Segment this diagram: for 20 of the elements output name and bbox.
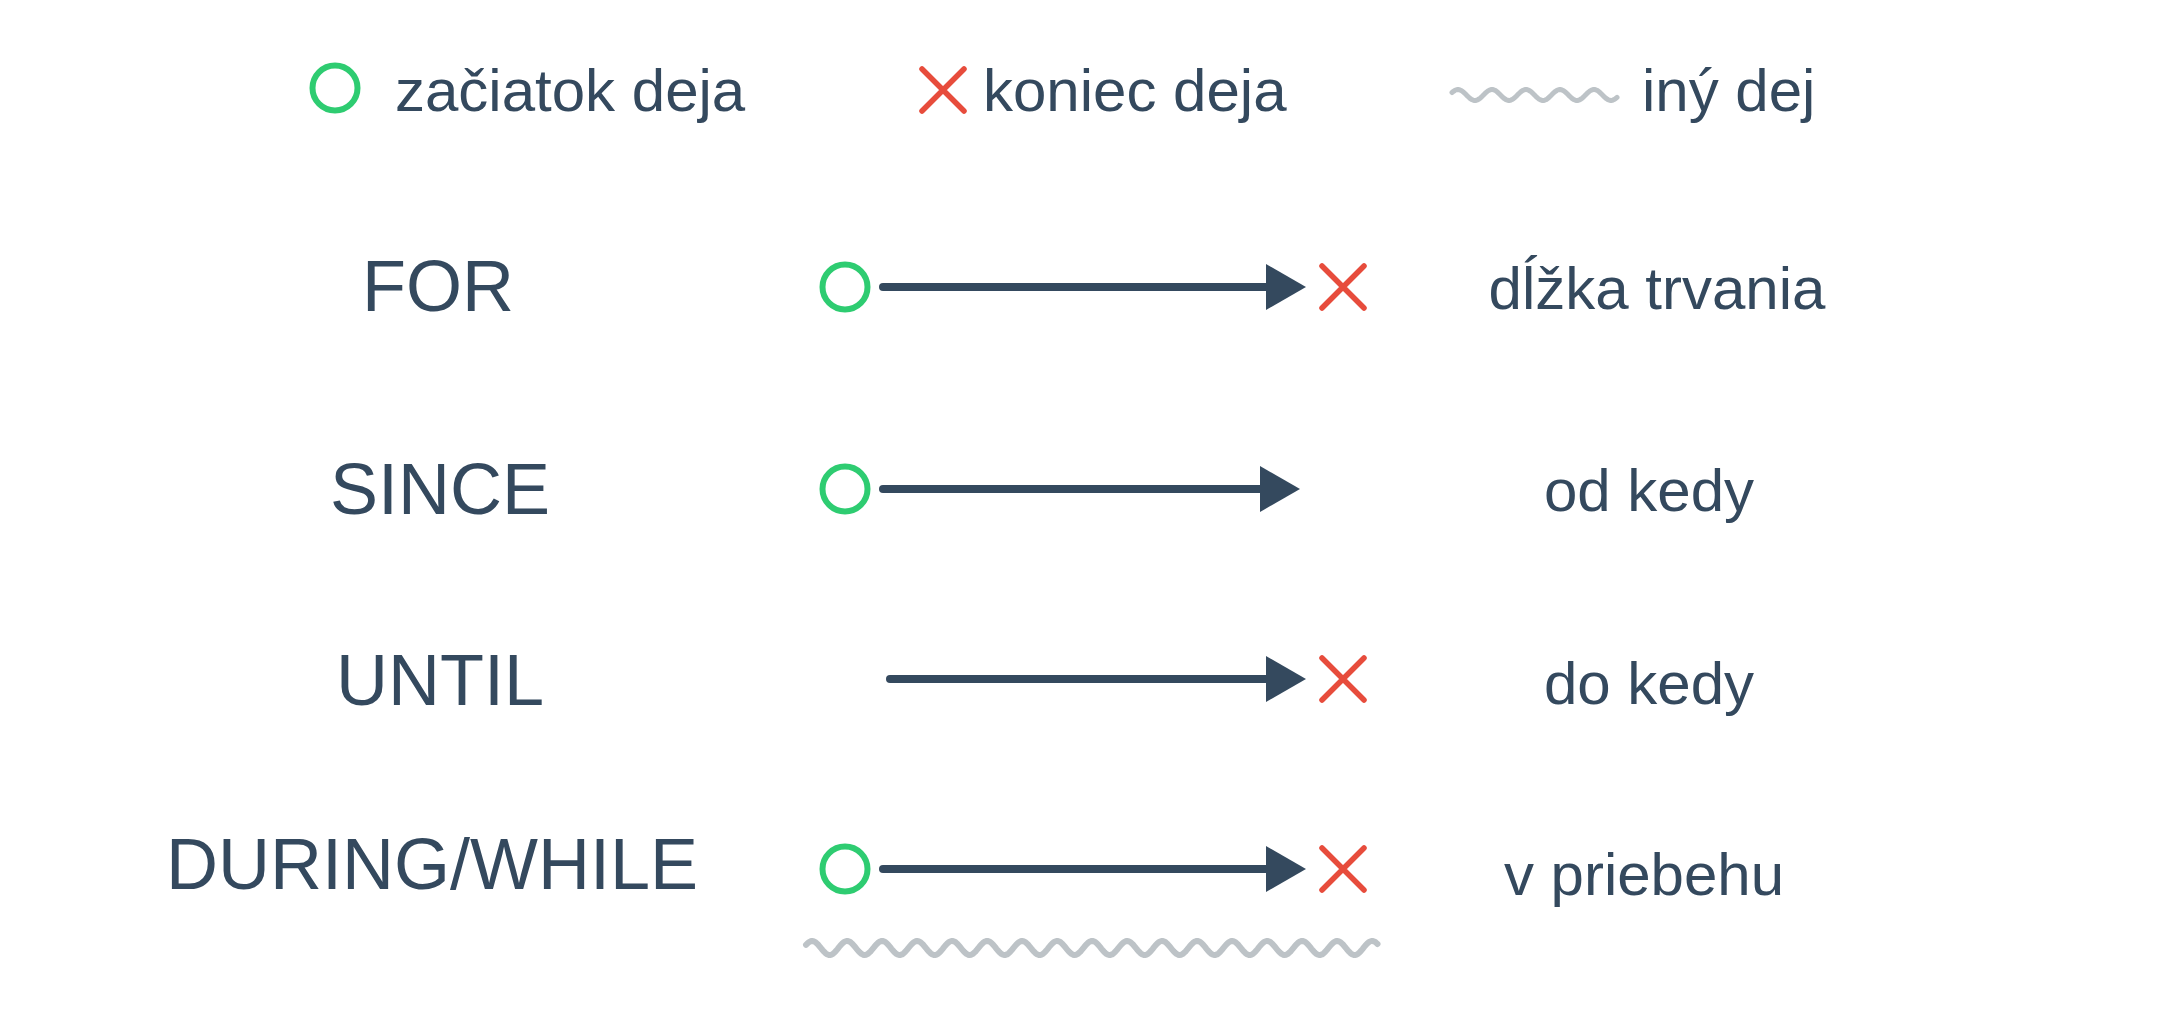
arrow [879, 264, 1306, 310]
ring-icon [819, 463, 871, 515]
description-label: v priebehu [1503, 845, 1785, 905]
keyword-label: DURING/WHILE [166, 828, 698, 900]
cross-icon [1318, 262, 1368, 312]
arrow [879, 466, 1300, 512]
description-label: do kedy [1543, 654, 1755, 714]
legend-label: iný dej [1642, 61, 1816, 121]
legend-label: začiatok deja [395, 61, 746, 121]
ring-icon [819, 261, 871, 313]
description-label: od kedy [1543, 461, 1755, 521]
cross-icon [1318, 654, 1368, 704]
keyword-label: SINCE [330, 453, 550, 525]
keyword-label: FOR [362, 250, 514, 322]
arrow [879, 846, 1306, 892]
arrow [886, 656, 1306, 702]
ring-icon [819, 843, 871, 895]
legend-label: koniec deja [983, 61, 1287, 121]
keyword-label: UNTIL [336, 644, 544, 716]
cross-icon [1318, 844, 1368, 894]
